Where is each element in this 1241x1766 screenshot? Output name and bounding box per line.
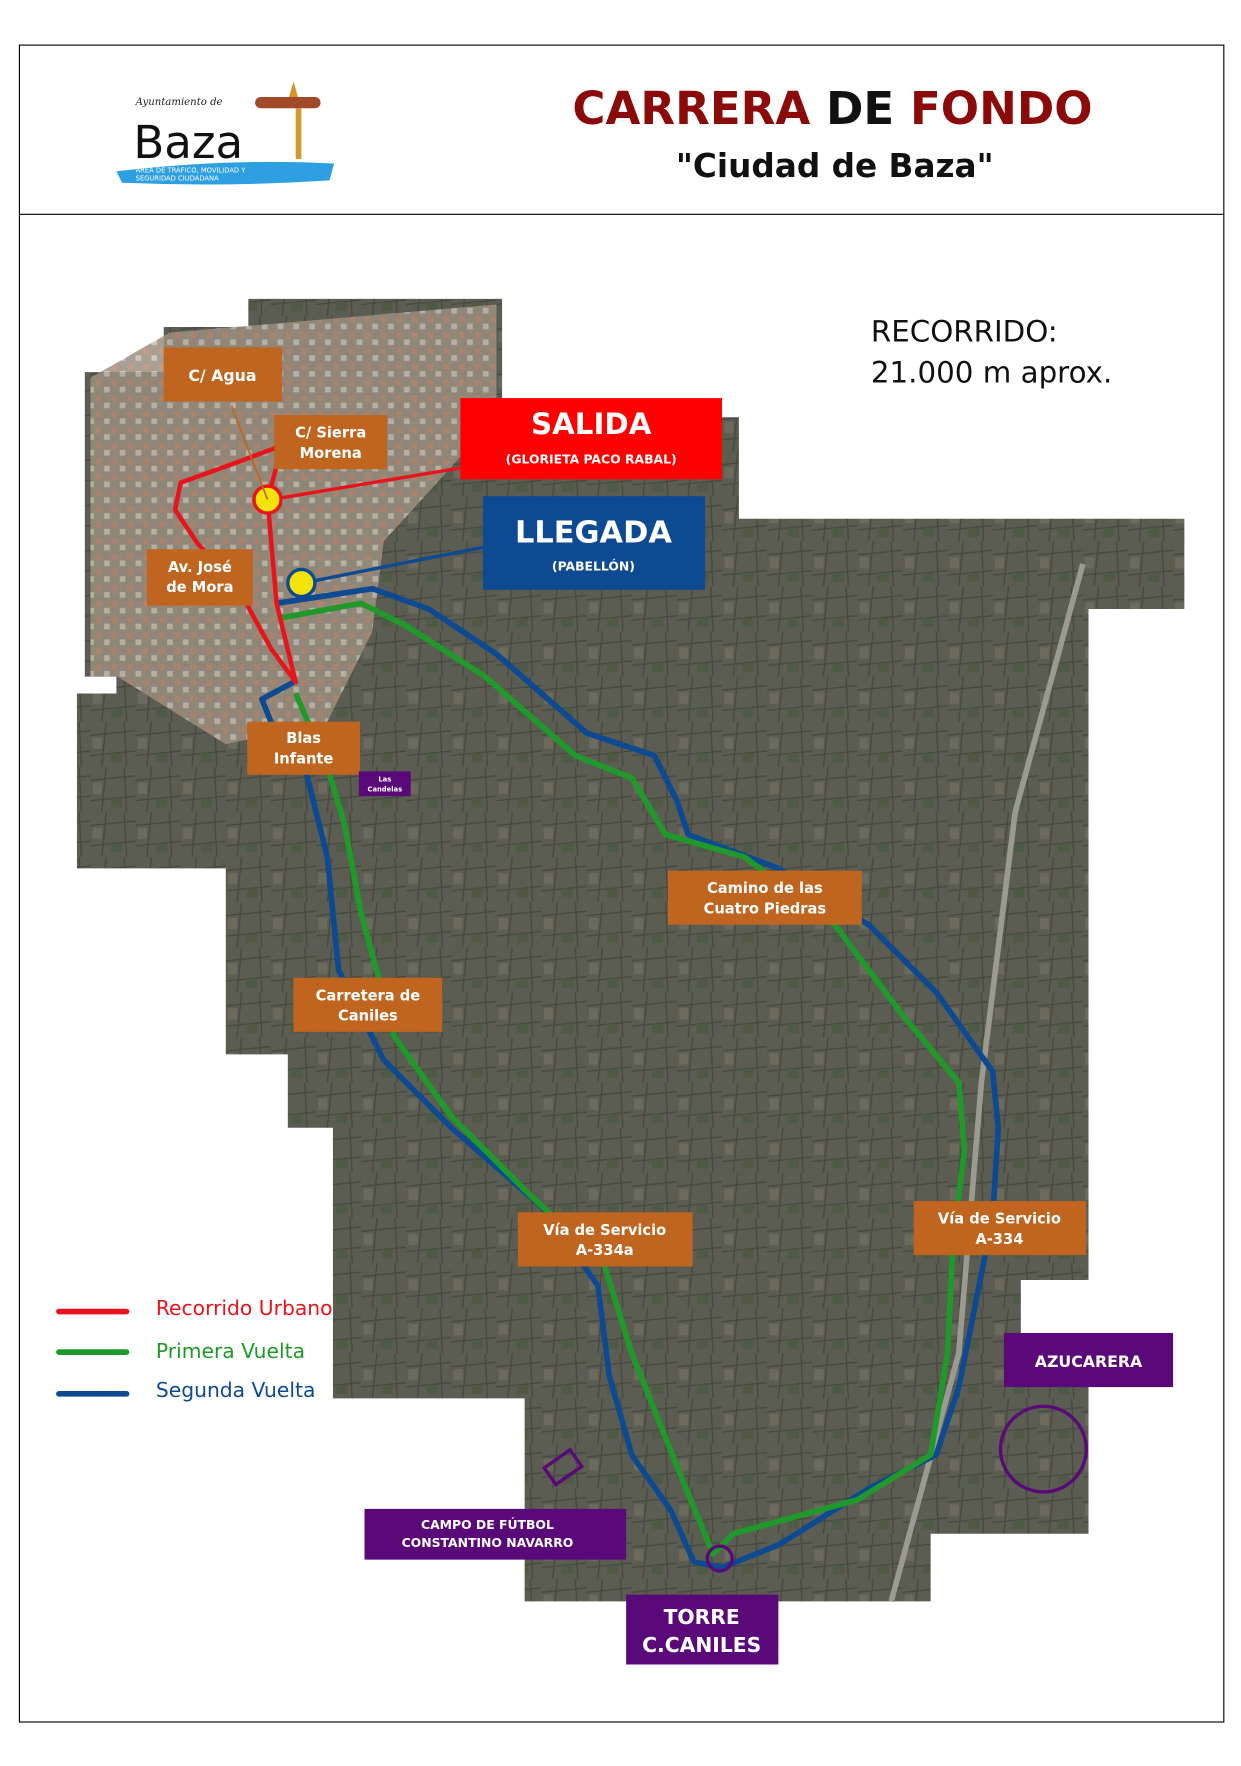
landmark-campo-futbol: CAMPO DE FÚTBOL CONSTANTINO NAVARRO <box>364 1508 627 1560</box>
svg-text:Caniles: Caniles <box>338 1008 398 1025</box>
svg-text:Infante: Infante <box>274 750 334 767</box>
poster-subtitle: "Ciudad de Baza" <box>676 147 994 185</box>
route-first-lap <box>279 600 968 1557</box>
svg-text:de Mora: de Mora <box>166 579 233 596</box>
svg-text:Vía de Servicio: Vía de Servicio <box>938 1211 1061 1228</box>
svg-text:CONSTANTINO NAVARRO: CONSTANTINO NAVARRO <box>402 1535 574 1550</box>
svg-text:Av. José: Av. José <box>168 559 232 576</box>
svg-text:C.CANILES: C.CANILES <box>642 1633 761 1657</box>
distance-label: RECORRIDO: <box>871 315 1058 349</box>
svg-text:LLEGADA: LLEGADA <box>515 515 672 550</box>
svg-text:Blas: Blas <box>286 730 321 747</box>
finish-pointer <box>302 545 486 585</box>
baza-logo: Ayuntamiento de Baza AREA DE TRAFICO, MO… <box>116 81 335 185</box>
svg-text:Candelas: Candelas <box>367 786 402 794</box>
svg-text:CAMPO DE FÚTBOL: CAMPO DE FÚTBOL <box>421 1517 554 1532</box>
legend-label-segunda: Segunda Vuelta <box>156 1378 316 1402</box>
svg-text:A-334: A-334 <box>975 1231 1023 1248</box>
poster-title: CARRERA DE FONDO <box>572 82 1092 135</box>
svg-text:Camino de las: Camino de las <box>707 880 823 897</box>
svg-text:(GLORIETA PACO RABAL): (GLORIETA PACO RABAL) <box>506 451 677 466</box>
finish-label: LLEGADA (PABELLÓN) <box>482 496 706 590</box>
svg-text:C/ Sierra: C/ Sierra <box>295 425 366 442</box>
campo-futbol-marker <box>541 1447 585 1487</box>
legend: Recorrido Urbano Primera Vuelta Segunda … <box>56 1296 333 1402</box>
azucarera-marker <box>998 1404 1088 1494</box>
svg-text:Las: Las <box>378 776 391 784</box>
svg-text:AREA DE TRAFICO, MOVILIDAD Y: AREA DE TRAFICO, MOVILIDAD Y <box>136 167 247 175</box>
town-area <box>90 304 497 745</box>
legend-label-primera: Primera Vuelta <box>156 1339 305 1363</box>
page-frame <box>18 44 1225 1723</box>
street-label-jose-de-mora: Av. José de Mora <box>146 549 253 606</box>
svg-text:SEGURIDAD CIUDADANA: SEGURIDAD CIUDADANA <box>136 174 220 182</box>
street-label-agua: C/ Agua <box>163 347 283 402</box>
svg-text:SALIDA: SALIDA <box>531 407 652 441</box>
route-urban <box>172 443 298 685</box>
svg-text:Morena: Morena <box>300 445 362 462</box>
street-label-carretera-caniles: Carretera de Caniles <box>293 977 443 1032</box>
svg-text:Vía de Servicio: Vía de Servicio <box>543 1222 666 1239</box>
start-pointer <box>270 466 461 502</box>
svg-text:Carretera de: Carretera de <box>316 987 421 1004</box>
landmark-azucarera: AZUCARERA <box>1003 1332 1174 1388</box>
legend-label-urbano: Recorrido Urbano <box>156 1296 333 1320</box>
svg-text:(PABELLÓN): (PABELLÓN) <box>552 559 635 574</box>
svg-text:TORRE: TORRE <box>664 1605 740 1629</box>
svg-text:AZUCARERA: AZUCARERA <box>1035 1352 1143 1371</box>
start-label: SALIDA (GLORIETA PACO RABAL) <box>460 398 722 480</box>
finish-marker <box>286 567 317 599</box>
torre-caniles-marker <box>705 1544 734 1573</box>
logo-name: Baza <box>133 116 243 169</box>
svg-text:A-334a: A-334a <box>576 1242 634 1259</box>
landmark-torre-caniles: TORRE C.CANILES <box>626 1594 779 1665</box>
distance-value: 21.000 m aprox. <box>871 355 1112 389</box>
logo-top-text: Ayuntamiento de <box>135 97 223 108</box>
svg-text:C/ Agua: C/ Agua <box>188 366 256 385</box>
svg-text:Cuatro Piedras: Cuatro Piedras <box>704 900 827 917</box>
